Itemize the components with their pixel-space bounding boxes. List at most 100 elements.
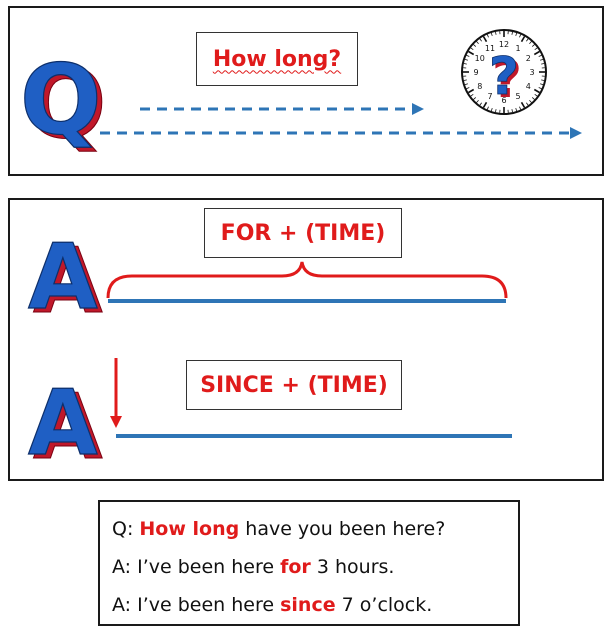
clock-tick	[515, 32, 518, 36]
a-letter-since-shadow: A	[33, 375, 103, 480]
clock-tick	[519, 34, 522, 38]
clock-tick	[463, 79, 467, 81]
how-long-text: How long?	[212, 46, 342, 72]
clock-tick	[538, 54, 542, 57]
answer-for-rest: 3 hours.	[310, 556, 395, 578]
answer-since-sentence: A: I’ve been here since 7 o’clock.	[112, 586, 506, 624]
clock-tick	[541, 79, 545, 81]
clock-tick	[482, 101, 488, 108]
q-letter: Q Q	[19, 43, 107, 160]
since-time-text: SINCE + (TIME)	[200, 372, 388, 398]
clock-tick	[511, 31, 513, 35]
clock-tick	[476, 41, 479, 45]
for-time-label: FOR + (TIME)	[204, 208, 402, 258]
a-letter-since-face: A	[28, 371, 98, 476]
clock-number: 10	[475, 54, 485, 63]
clock-tick	[538, 87, 542, 90]
clock-tick	[468, 50, 475, 56]
clock-tick	[486, 106, 489, 110]
clock-question-mark-shadow: ?	[492, 50, 522, 110]
question-sentence: Q: How long have you been here?	[112, 510, 506, 548]
clock-number: 1	[515, 44, 520, 53]
clock-tick	[464, 83, 468, 86]
for-time-text: FOR + (TIME)	[220, 220, 386, 246]
clock-tick	[529, 41, 532, 45]
answer-since-rest: 7 o’clock.	[335, 594, 433, 616]
clock-tick	[486, 34, 489, 38]
how-long-label: How long?	[196, 32, 358, 86]
clock-tick	[531, 97, 535, 100]
since-diagram	[110, 358, 512, 438]
answer-for-prefix: A: I’ve been here	[112, 556, 281, 578]
clock-tick	[526, 102, 529, 106]
clock-tick	[495, 31, 497, 35]
q-letter-shadow: Q	[25, 48, 107, 160]
clock-tick	[470, 94, 474, 97]
clock-tick	[519, 106, 522, 110]
clock-tick	[464, 58, 468, 61]
clock-number: 12	[499, 40, 509, 49]
example-sentences-box: Q: How long have you been here? A: I’ve …	[98, 500, 520, 626]
clock-tick	[463, 63, 467, 65]
clock-tick	[479, 102, 482, 106]
clock-number: 9	[473, 68, 478, 77]
clock-tick	[529, 99, 532, 103]
long-arrow-head	[570, 127, 582, 139]
clock-tick	[479, 38, 482, 42]
clock-tick	[495, 109, 497, 113]
clock-tick	[515, 108, 518, 112]
clock-tick	[534, 94, 538, 97]
question-arrows	[100, 103, 582, 139]
question-highlight: How long	[139, 518, 240, 540]
for-diagram	[106, 261, 508, 303]
clock-number: 4	[526, 82, 531, 91]
clock-tick	[541, 63, 545, 65]
clock-tick	[540, 58, 544, 61]
clock-number: 8	[477, 82, 482, 91]
clock-number: 7	[487, 92, 492, 101]
answer-since-highlight: since	[280, 594, 336, 616]
clock-tick	[531, 44, 535, 47]
clock-tick	[466, 87, 470, 90]
clock-tick	[533, 88, 540, 94]
for-curly-brace	[106, 261, 508, 299]
clock-tick	[470, 47, 474, 50]
clock-tick	[468, 88, 475, 94]
question-rest: have you been here?	[239, 518, 446, 540]
answer-for-highlight: for	[280, 556, 311, 578]
clock-tick	[473, 97, 477, 100]
clock-tick	[540, 83, 544, 86]
a-letter-for: A A	[27, 224, 103, 334]
clock-number: 6	[501, 96, 506, 105]
clock-number: 11	[485, 44, 495, 53]
clock-tick	[482, 36, 488, 43]
answer-for-sentence: A: I’ve been here for 3 hours.	[112, 548, 506, 586]
clock-tick	[490, 32, 493, 36]
short-arrow-head	[412, 103, 424, 115]
question-prefix: Q:	[112, 518, 140, 540]
since-start-arrow-head	[110, 416, 122, 428]
clock-tick	[511, 109, 513, 113]
clock-tick	[533, 50, 540, 56]
clock-number: 3	[529, 68, 534, 77]
clock-tick	[520, 101, 526, 108]
a-letter-for-shadow: A	[33, 229, 103, 334]
clock-tick	[476, 99, 479, 103]
q-letter-face: Q	[20, 44, 102, 156]
clock-number: 2	[526, 54, 531, 63]
clock-tick	[534, 47, 538, 50]
clock-tick	[466, 54, 470, 57]
answer-since-prefix: A: I’ve been here	[112, 594, 281, 616]
clock-tick	[473, 44, 477, 47]
a-letter-for-face: A	[28, 225, 98, 330]
answer-panel: A A FOR + (TIME) A A SINCE + (TIME)	[8, 198, 604, 481]
clock-tick	[526, 38, 529, 42]
clock-tick	[490, 108, 493, 112]
a-letter-since: A A	[27, 370, 103, 480]
since-time-label: SINCE + (TIME)	[186, 360, 402, 410]
clock-question-mark: ?	[489, 47, 519, 107]
clock-number: 5	[515, 92, 520, 101]
clock-tick	[520, 36, 526, 43]
